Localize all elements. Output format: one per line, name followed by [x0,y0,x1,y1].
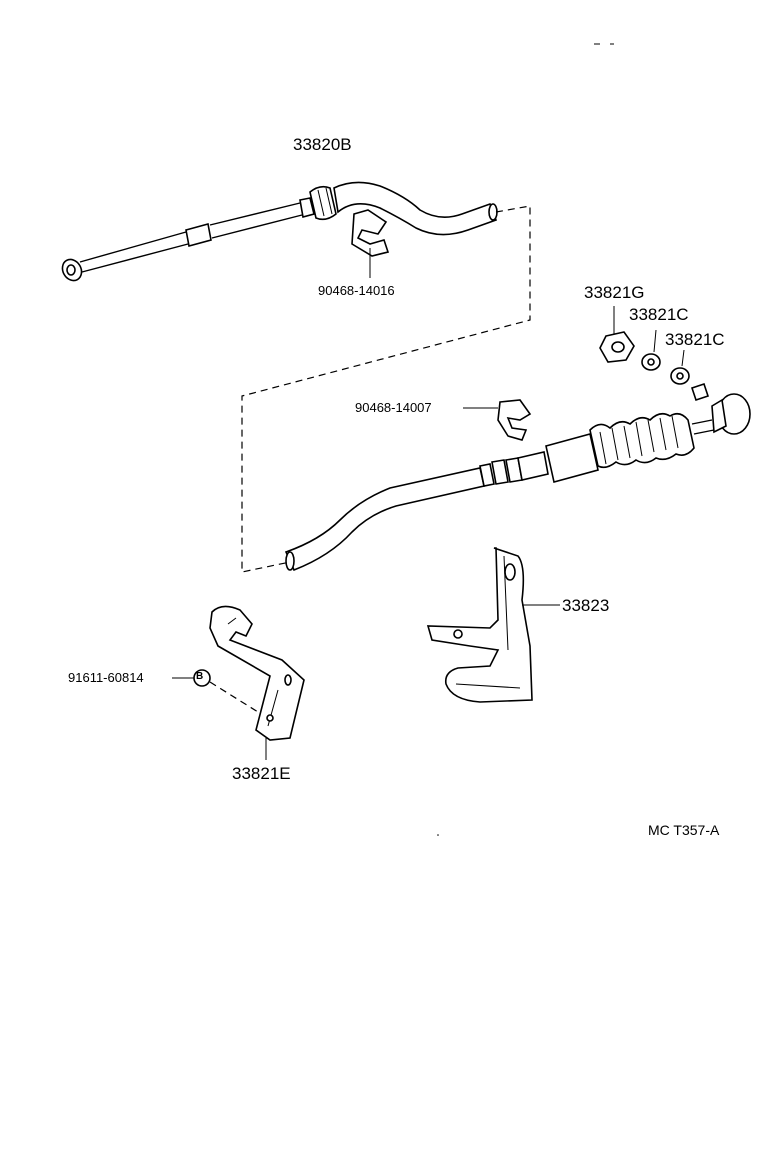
part-label-upper-cable: 33820B [293,135,352,154]
upper-cable-assembly [61,181,498,282]
left-bracket-part [209,605,305,741]
part-label-upper-clip: 90468-14016 [318,283,395,298]
lower-cable-assembly [284,393,751,572]
part-label-left-bracket: 33821E [232,764,291,783]
nut-part [599,331,635,363]
part-label-lower-clip: 90468-14007 [355,400,432,415]
part-label-nut: 33821G [584,283,645,302]
part-label-bolt: 91611-60814 [68,670,144,685]
part-label-right-bracket: 33823 [562,596,610,615]
right-bracket-part [426,547,533,703]
washer-part-1 [641,353,661,371]
upper-clip-part [351,209,390,257]
part-label-washer-1: 33821C [629,305,689,324]
part-label-washer-2: 33821C [665,330,725,349]
bolt-symbol: B [196,671,204,682]
washer-part-2 [670,367,690,385]
lower-clip-part [497,399,532,441]
diagram-reference-code: MC T357-A [648,822,720,838]
